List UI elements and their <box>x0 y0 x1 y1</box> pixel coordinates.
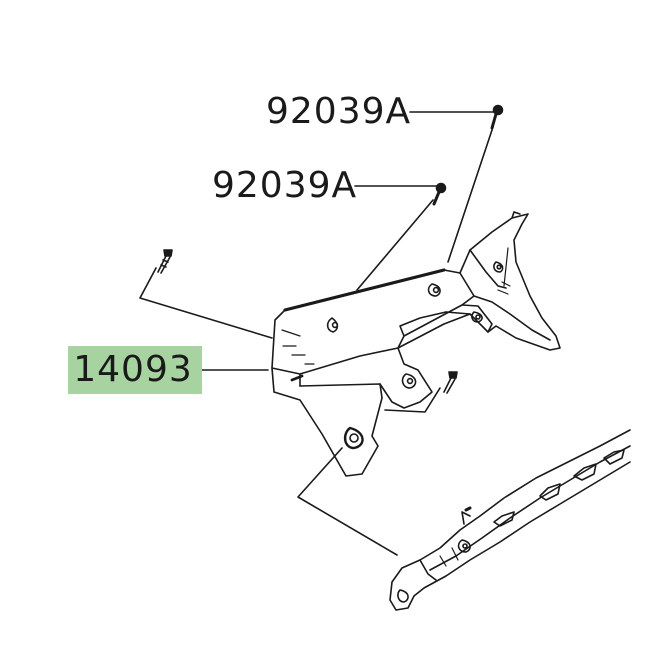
leader-left-bolt <box>139 267 273 339</box>
cover-part-drawing <box>271 268 493 477</box>
bolt-upper-icon <box>490 104 504 130</box>
bolt-middle-icon <box>432 182 447 206</box>
leader-middle-to-bracket <box>356 199 434 291</box>
leader-grommet-to-frame <box>297 447 398 556</box>
frame-rail-drawing <box>389 429 631 611</box>
bolt-right-icon <box>443 371 458 394</box>
leader-upper-to-bracket <box>447 126 494 263</box>
leader-lines <box>139 111 498 556</box>
part-label-92039a-upper[interactable]: 92039A <box>266 91 412 132</box>
leader-right-bolt <box>384 387 441 413</box>
part-label-92039a-middle[interactable]: 92039A <box>212 165 358 206</box>
part-label-14093-highlighted[interactable]: 14093 <box>68 346 202 394</box>
bolt-left-icon <box>157 249 173 274</box>
rear-bracket-drawing <box>459 211 561 351</box>
